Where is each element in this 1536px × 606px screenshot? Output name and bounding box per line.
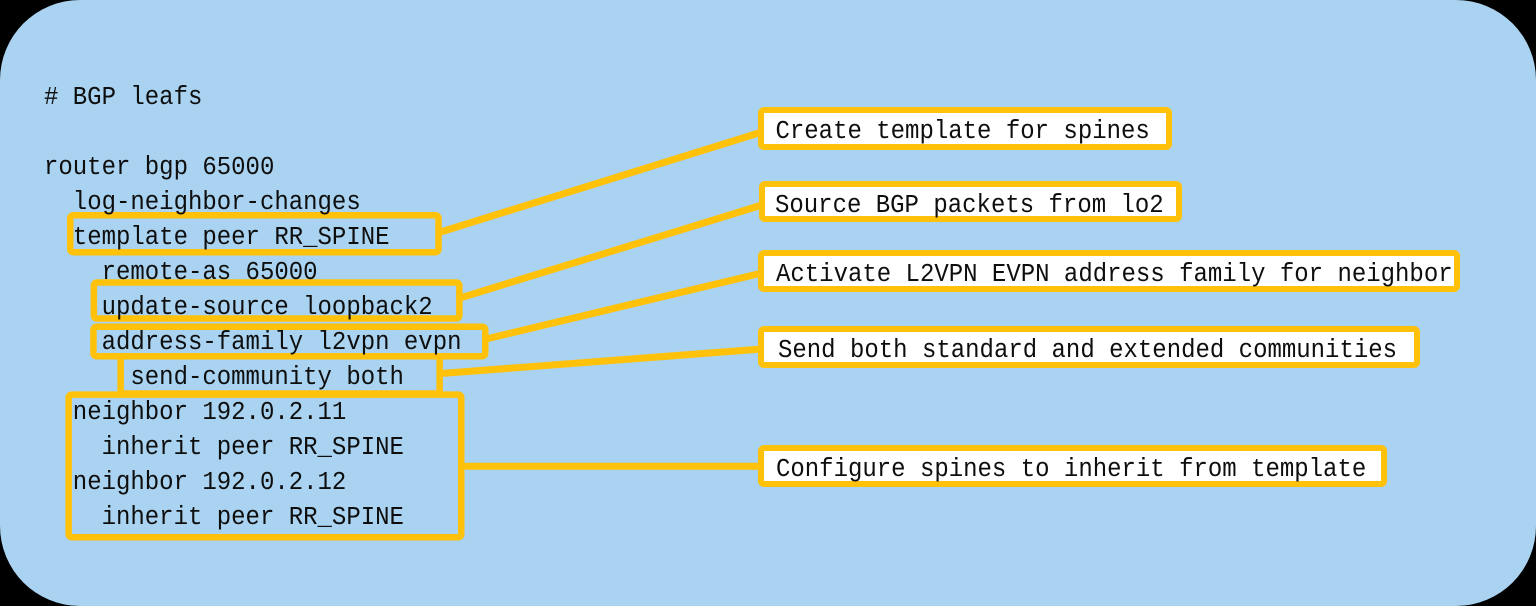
svg-text:router bgp 65000: router bgp 65000 bbox=[44, 153, 274, 182]
svg-text:template peer RR_SPINE: template peer RR_SPINE bbox=[73, 223, 390, 252]
svg-text:Activate L2VPN EVPN address fa: Activate L2VPN EVPN address family for n… bbox=[776, 260, 1453, 289]
svg-text:send-community both: send-community both bbox=[130, 363, 404, 392]
svg-text:Create template for spines: Create template for spines bbox=[775, 117, 1149, 146]
svg-text:update-source loopback2: update-source loopback2 bbox=[102, 293, 433, 322]
svg-text:remote-as 65000: remote-as 65000 bbox=[102, 258, 318, 287]
svg-text:# BGP leafs: # BGP leafs bbox=[44, 83, 202, 112]
svg-text:inherit peer RR_SPINE: inherit peer RR_SPINE bbox=[102, 433, 404, 462]
svg-text:Source BGP packets from lo2: Source BGP packets from lo2 bbox=[775, 191, 1164, 220]
svg-text:neighbor 192.0.2.12: neighbor 192.0.2.12 bbox=[73, 468, 347, 497]
svg-text:inherit peer RR_SPINE: inherit peer RR_SPINE bbox=[102, 503, 404, 532]
svg-text:neighbor 192.0.2.11: neighbor 192.0.2.11 bbox=[73, 398, 347, 427]
svg-text:Configure spines to inherit fr: Configure spines to inherit from templat… bbox=[776, 455, 1366, 484]
svg-text:Send both standard and extende: Send both standard and extended communit… bbox=[778, 336, 1397, 365]
svg-text:address-family l2vpn evpn: address-family l2vpn evpn bbox=[102, 328, 462, 357]
svg-text:log-neighbor-changes: log-neighbor-changes bbox=[73, 188, 361, 217]
